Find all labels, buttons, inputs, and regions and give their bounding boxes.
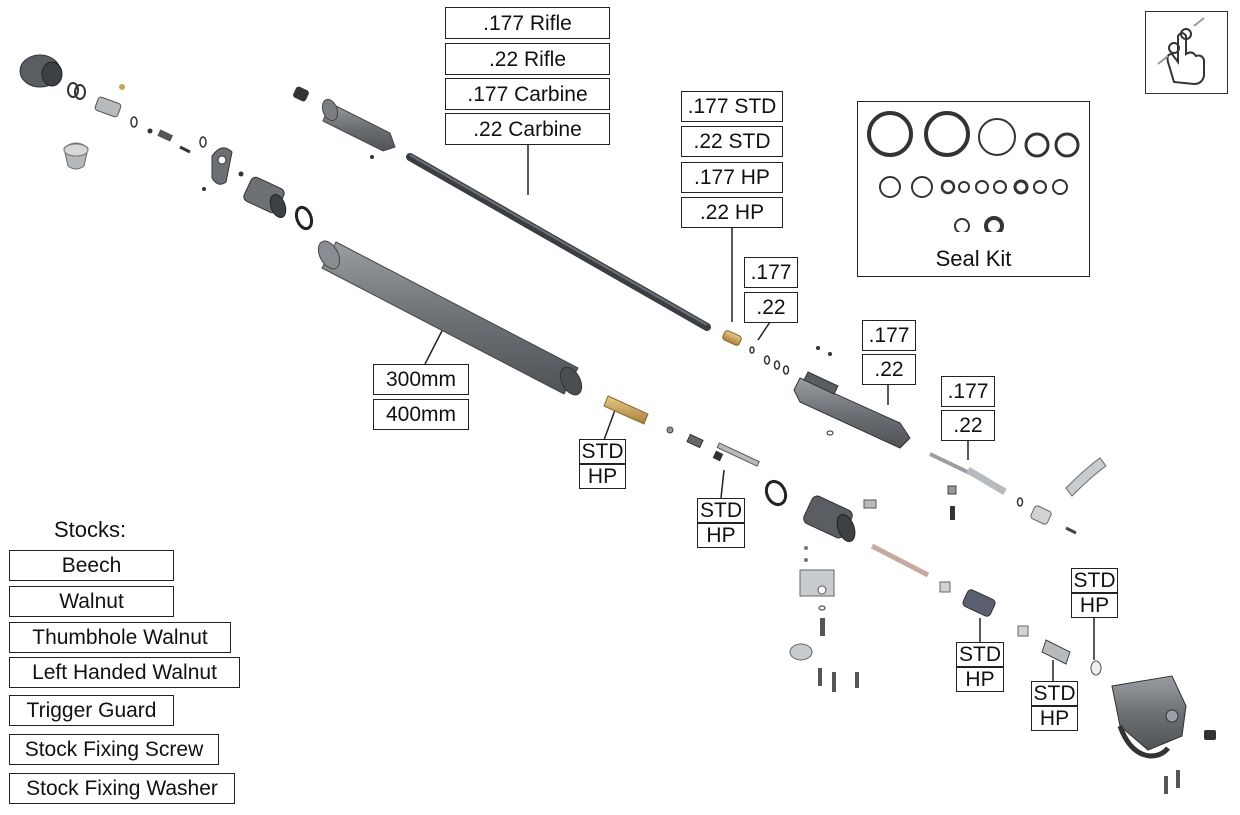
spring-option-hp[interactable]: HP [1031,706,1078,731]
hammer-option-std[interactable]: STD [956,642,1004,667]
valve-parts [666,426,877,562]
seal-kit-box[interactable]: Seal Kit [857,101,1090,277]
hammer-option-hp[interactable]: HP [956,667,1004,692]
stock-option-beech[interactable]: Beech [9,550,174,581]
spring-option-std[interactable]: STD [1031,681,1078,706]
breech-block-part [793,346,911,449]
pinch-zoom-gesture-icon[interactable] [1145,11,1228,94]
stock-option-thumbhole-walnut[interactable]: Thumbhole Walnut [9,622,231,653]
barrel-option-177-rifle[interactable]: .177 Rifle [445,7,610,39]
breech-option-22[interactable]: .22 [862,354,916,385]
probe-option-177[interactable]: .177 [941,376,995,407]
leader-lines [424,143,1095,681]
washer-option-hp[interactable]: HP [1071,593,1118,618]
stocks-heading: Stocks: [54,517,127,542]
stock-option-left-handed-walnut[interactable]: Left Handed Walnut [9,657,240,688]
barrel-option-22-rifle[interactable]: .22 Rifle [445,43,610,75]
main-cylinder-part [317,240,583,396]
trigger-block-part [1111,675,1216,794]
stock-option-walnut[interactable]: Walnut [9,586,174,617]
seal-kit-rings [867,111,1080,232]
cylinder-option-400mm[interactable]: 400mm [373,399,469,430]
stock-option-stock-fixing-screw[interactable]: Stock Fixing Screw [9,734,219,765]
barrel-option-177-carbine[interactable]: .177 Carbine [445,78,610,110]
transfer-port-parts [603,330,790,425]
washer-option-std[interactable]: STD [1071,568,1118,593]
stock-option-trigger-guard[interactable]: Trigger Guard [9,695,174,726]
barrel-parts [321,98,711,331]
barrel-option-22-carbine[interactable]: .22 Carbine [445,113,610,145]
power-option-177-std[interactable]: .177 STD [681,91,783,122]
transfer-port-option-177[interactable]: .177 [744,257,798,288]
transfer-port-option-22[interactable]: .22 [744,292,798,323]
seal-kit-label: Seal Kit [935,246,1012,271]
valve-stem-option-std[interactable]: STD [697,498,745,523]
lower-mechanism-parts [789,569,1102,692]
power-option-22-hp[interactable]: .22 HP [681,197,783,228]
probe-option-22[interactable]: .22 [941,410,995,441]
tube-option-std[interactable]: STD [579,439,626,464]
power-option-22-std[interactable]: .22 STD [681,126,783,157]
hand-gesture-icon [1157,17,1205,86]
muzzle-assembly-parts [19,54,374,231]
stock-option-stock-fixing-washer[interactable]: Stock Fixing Washer [9,773,235,804]
tube-option-hp[interactable]: HP [579,464,626,489]
valve-stem-option-hp[interactable]: HP [697,523,745,548]
breech-option-177[interactable]: .177 [862,320,916,351]
probe-parts [870,452,1107,578]
cylinder-option-300mm[interactable]: 300mm [373,364,469,395]
power-option-177-hp[interactable]: .177 HP [681,162,783,193]
